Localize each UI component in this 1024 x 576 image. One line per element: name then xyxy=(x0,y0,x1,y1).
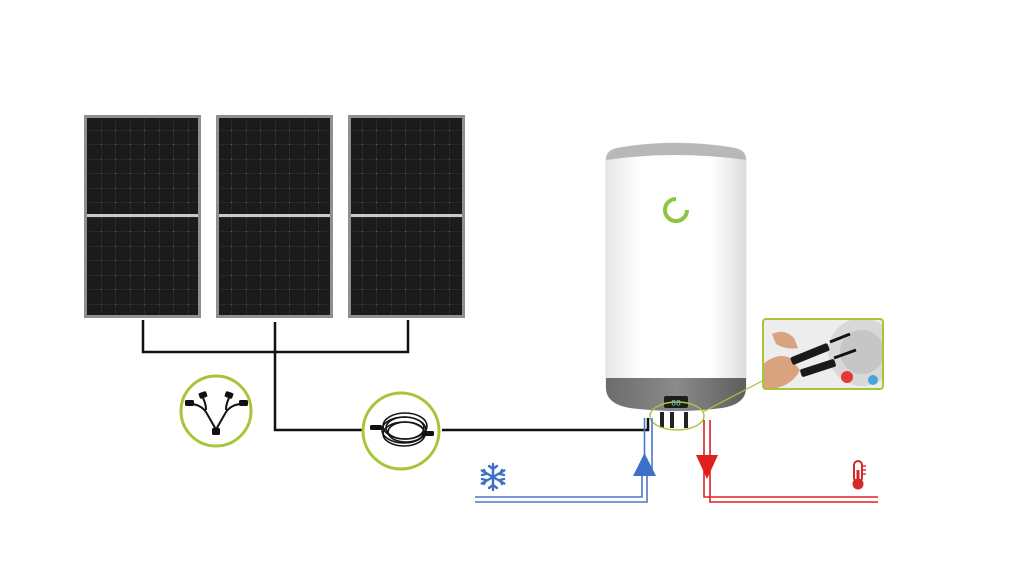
svg-text:88: 88 xyxy=(671,400,681,409)
flow-up-arrow-icon xyxy=(633,453,656,476)
extension-cable-callout xyxy=(361,391,441,471)
hot-water-outlet xyxy=(696,420,878,503)
solar-panel xyxy=(84,115,201,318)
electric-water-heater: 88 xyxy=(605,142,765,431)
brand-logo-icon xyxy=(663,197,689,223)
flow-down-arrow-icon xyxy=(696,455,718,479)
cold-water-inlet xyxy=(475,418,656,503)
solar-panel xyxy=(348,115,465,318)
thermometer-icon xyxy=(852,460,866,490)
dc-wiring xyxy=(141,320,650,432)
y-branch-connector-callout xyxy=(179,374,253,448)
snowflake-icon xyxy=(480,462,506,492)
solar-panel xyxy=(216,115,333,318)
mc4-connector-closeup xyxy=(762,318,884,390)
